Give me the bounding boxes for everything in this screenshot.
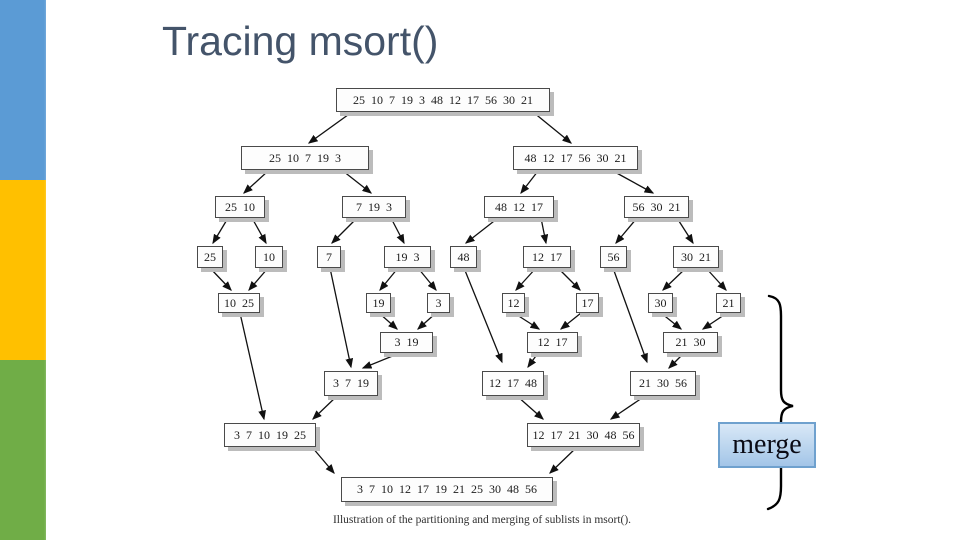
list-box: 7 19 3 — [342, 196, 406, 218]
list-box: 48 12 17 56 30 21 — [513, 146, 638, 170]
list-box: 3 7 19 — [324, 371, 378, 396]
list-box: 12 17 48 — [482, 371, 544, 396]
list-box: 12 17 21 30 48 56 — [527, 423, 640, 447]
list-box: 25 10 7 19 3 48 12 17 56 30 21 — [336, 88, 550, 112]
list-box: 21 — [716, 293, 741, 313]
list-box: 17 — [576, 293, 599, 313]
list-box: 30 — [648, 293, 673, 313]
list-box: 10 — [255, 246, 283, 268]
list-box: 19 3 — [384, 246, 431, 268]
diagram-caption: Illustration of the partitioning and mer… — [332, 514, 632, 526]
list-box: 12 — [502, 293, 525, 313]
list-box: 21 30 56 — [630, 371, 696, 396]
list-box: 19 — [366, 293, 391, 313]
list-box: 12 17 — [527, 332, 578, 353]
slide-accent-bar — [0, 0, 58, 540]
list-box: 56 30 21 — [624, 196, 689, 218]
list-box: 12 17 — [523, 246, 571, 268]
list-box: 3 7 10 12 17 19 21 25 30 48 56 — [341, 477, 553, 502]
list-box: 25 10 7 19 3 — [241, 146, 369, 170]
list-box: 3 7 10 19 25 — [224, 423, 316, 447]
list-box: 3 19 — [380, 332, 433, 353]
merge-brace — [766, 294, 794, 511]
list-box: 56 — [600, 246, 627, 268]
slide-title: Tracing msort() — [162, 18, 439, 64]
accent-band-fade — [0, 0, 58, 540]
list-box: 21 30 — [663, 332, 718, 353]
list-box: 10 25 — [218, 293, 260, 313]
list-box: 3 — [427, 293, 450, 313]
list-box: 7 — [317, 246, 341, 268]
list-box: 30 21 — [673, 246, 719, 268]
list-box: 48 — [450, 246, 477, 268]
merge-label: merge — [718, 422, 816, 468]
list-box: 48 12 17 — [484, 196, 554, 218]
list-box: 25 10 — [215, 196, 265, 218]
list-box: 25 — [197, 246, 223, 268]
